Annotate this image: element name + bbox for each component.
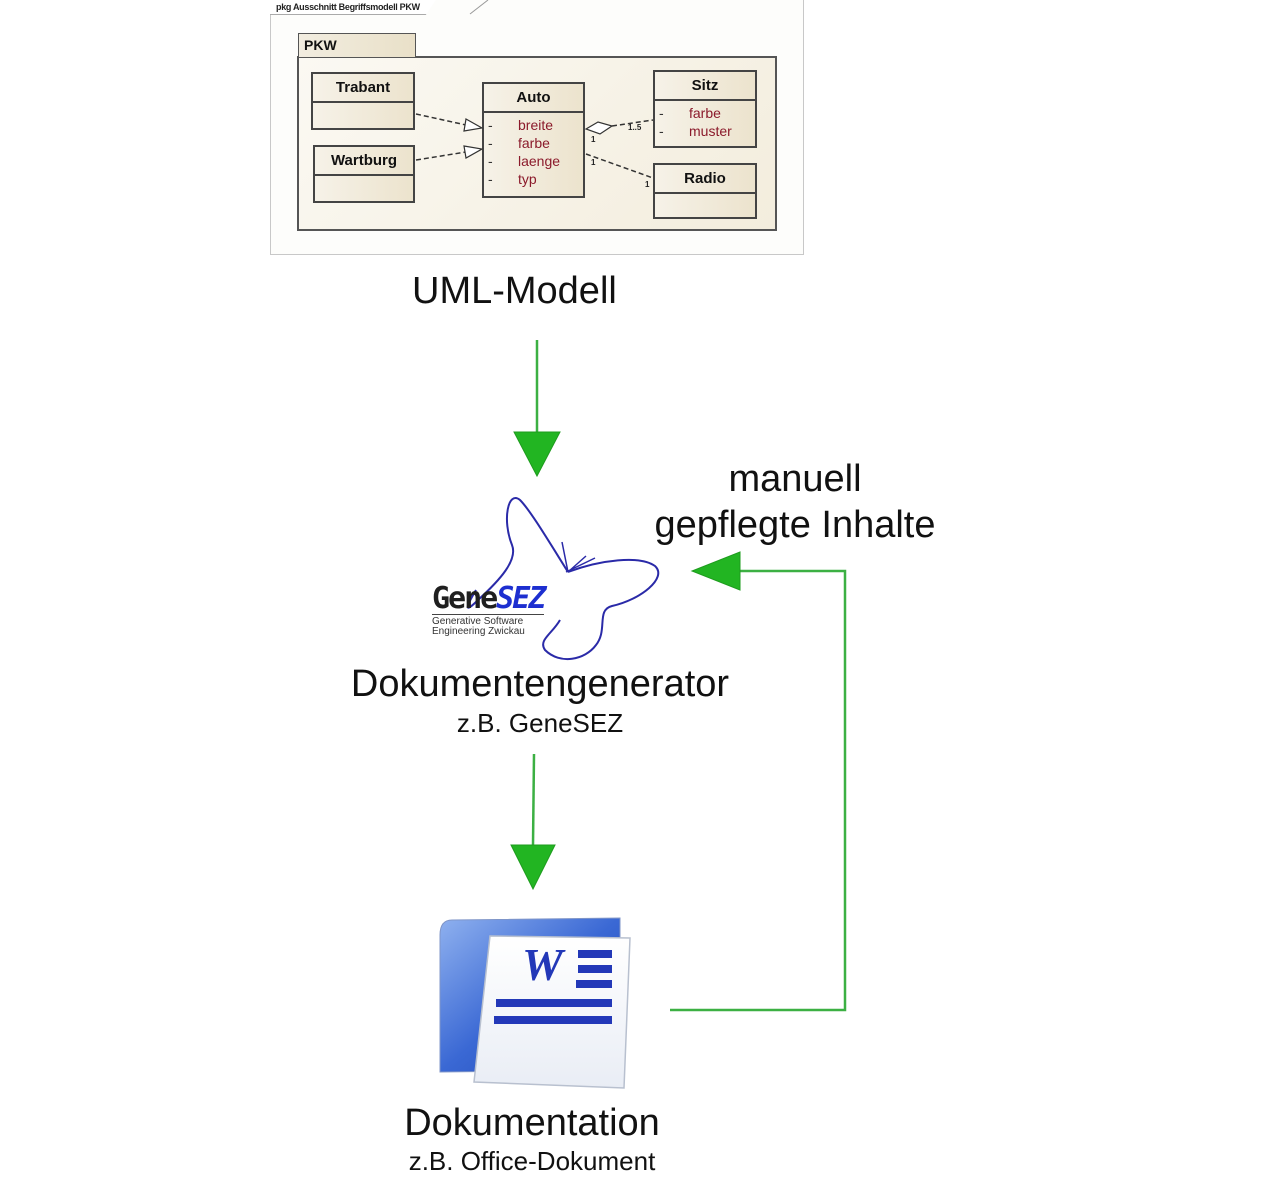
class-name: Radio xyxy=(655,165,755,194)
class-name: Sitz xyxy=(655,72,755,101)
step-documentation-title: Dokumentation xyxy=(404,1102,660,1144)
relation-wartburg-auto xyxy=(415,145,484,161)
attribute: - breite xyxy=(488,116,583,134)
attribute-name: typ xyxy=(518,171,537,187)
visibility: - xyxy=(659,123,664,139)
logo-word-blue: SEZ xyxy=(496,581,546,616)
logo-tagline-2: Engineering Zwickau xyxy=(432,626,525,637)
attribute: - muster xyxy=(659,122,755,140)
arrow-feedback-loop xyxy=(670,551,847,1012)
class-attributes: - breite - farbe - laenge - typ xyxy=(484,113,583,188)
genesez-wordmark: GeneSEZ xyxy=(432,581,546,616)
uml-class-radio[interactable]: Radio xyxy=(653,163,757,219)
relation-trabant-auto xyxy=(415,113,484,132)
visibility: - xyxy=(488,135,493,151)
attribute: - farbe xyxy=(659,104,755,122)
arrow-uml-to-generator xyxy=(513,340,561,478)
logo-word-dark: Gene xyxy=(432,581,498,616)
class-name: Trabant xyxy=(313,74,413,103)
package-header: pkg Ausschnitt Begriffsmodell PKW xyxy=(270,0,436,15)
uml-class-wartburg[interactable]: Wartburg xyxy=(313,145,415,203)
step-generator-title: Dokumentengenerator xyxy=(350,663,730,705)
uml-class-sitz[interactable]: Sitz - farbe - muster xyxy=(653,70,757,148)
attribute-name: breite xyxy=(518,117,554,133)
attribute: - laenge xyxy=(488,152,583,170)
visibility: - xyxy=(488,171,493,187)
visibility: - xyxy=(488,153,493,169)
genesez-logo: GeneSEZ Generative Software Engineering … xyxy=(432,581,546,637)
attribute: - typ xyxy=(488,170,583,188)
attribute-name: farbe xyxy=(689,105,721,121)
attribute-name: muster xyxy=(689,123,732,139)
multiplicity-auto-radio: 1 xyxy=(591,158,596,167)
attribute: - farbe xyxy=(488,134,583,152)
multiplicity-auto-sitz: 1 xyxy=(591,135,596,144)
step-documentation-subtitle: z.B. Office-Dokument xyxy=(408,1146,656,1176)
feedback-label: manuell gepflegte Inhalte xyxy=(620,456,970,548)
butterfly-icon xyxy=(466,497,660,661)
arrow-generator-to-document xyxy=(510,753,556,891)
relation-auto-radio xyxy=(585,153,654,179)
word-icon-letter: W xyxy=(522,939,563,990)
package-pkw-tab: PKW xyxy=(298,33,416,57)
class-name: Auto xyxy=(484,84,583,113)
visibility: - xyxy=(488,117,493,133)
package-tab-edge xyxy=(469,0,489,15)
feedback-line-1: manuell xyxy=(728,458,862,500)
attribute-name: laenge xyxy=(518,153,561,169)
logo-tagline: Generative Software Engineering Zwickau xyxy=(432,614,545,637)
attribute-name: farbe xyxy=(518,135,550,151)
feedback-line-2: gepflegte Inhalte xyxy=(654,504,936,546)
class-attributes: - farbe - muster xyxy=(655,101,755,140)
uml-class-trabant[interactable]: Trabant xyxy=(311,72,415,130)
relation-sitz-auto xyxy=(584,119,654,135)
uml-class-auto[interactable]: Auto - breite - farbe - laenge - typ xyxy=(482,82,585,198)
logo-tagline-1: Generative Software xyxy=(432,616,524,627)
step-generator-caption: Dokumentengenerator z.B. GeneSEZ xyxy=(290,660,790,738)
step-documentation-caption: Dokumentation z.B. Office-Dokument xyxy=(332,1100,732,1176)
step-generator-subtitle: z.B. GeneSEZ xyxy=(456,708,624,738)
multiplicity-sitz: 1..5 xyxy=(628,123,642,132)
visibility: - xyxy=(659,105,664,121)
step-uml-title: UML-Modell xyxy=(412,270,617,312)
word-document-icon xyxy=(439,917,631,1089)
class-name: Wartburg xyxy=(315,147,413,176)
multiplicity-radio: 1 xyxy=(645,180,650,189)
